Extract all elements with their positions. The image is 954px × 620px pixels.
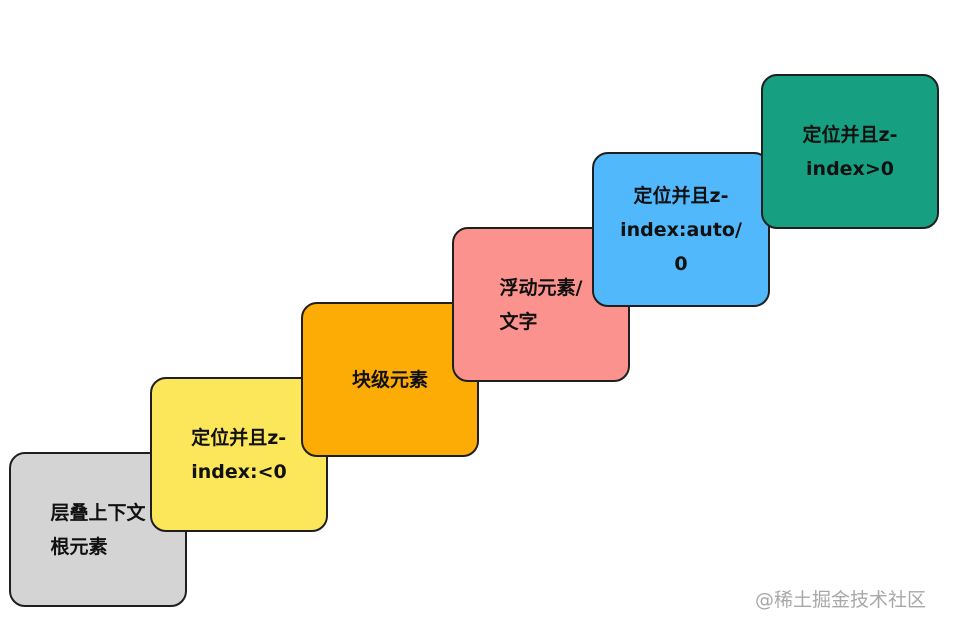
step-positioned-positive-z: 定位并且z- index>0: [761, 74, 939, 229]
watermark-text: @稀土掘金技术社区: [754, 589, 926, 611]
step-block-elements: 块级元素: [301, 302, 479, 457]
step-positioned-auto-or-zero-z: 定位并且z- index:auto/ 0: [592, 152, 770, 307]
step-label: 浮动元素/ 文字: [499, 276, 583, 333]
step-label: 层叠上下文 根元素: [50, 501, 146, 558]
step-label: 定位并且z- index:<0: [191, 426, 287, 483]
step-label: 定位并且z- index:auto/ 0: [620, 184, 742, 275]
step-label: 定位并且z- index>0: [802, 123, 898, 180]
step-label: 块级元素: [351, 368, 428, 391]
